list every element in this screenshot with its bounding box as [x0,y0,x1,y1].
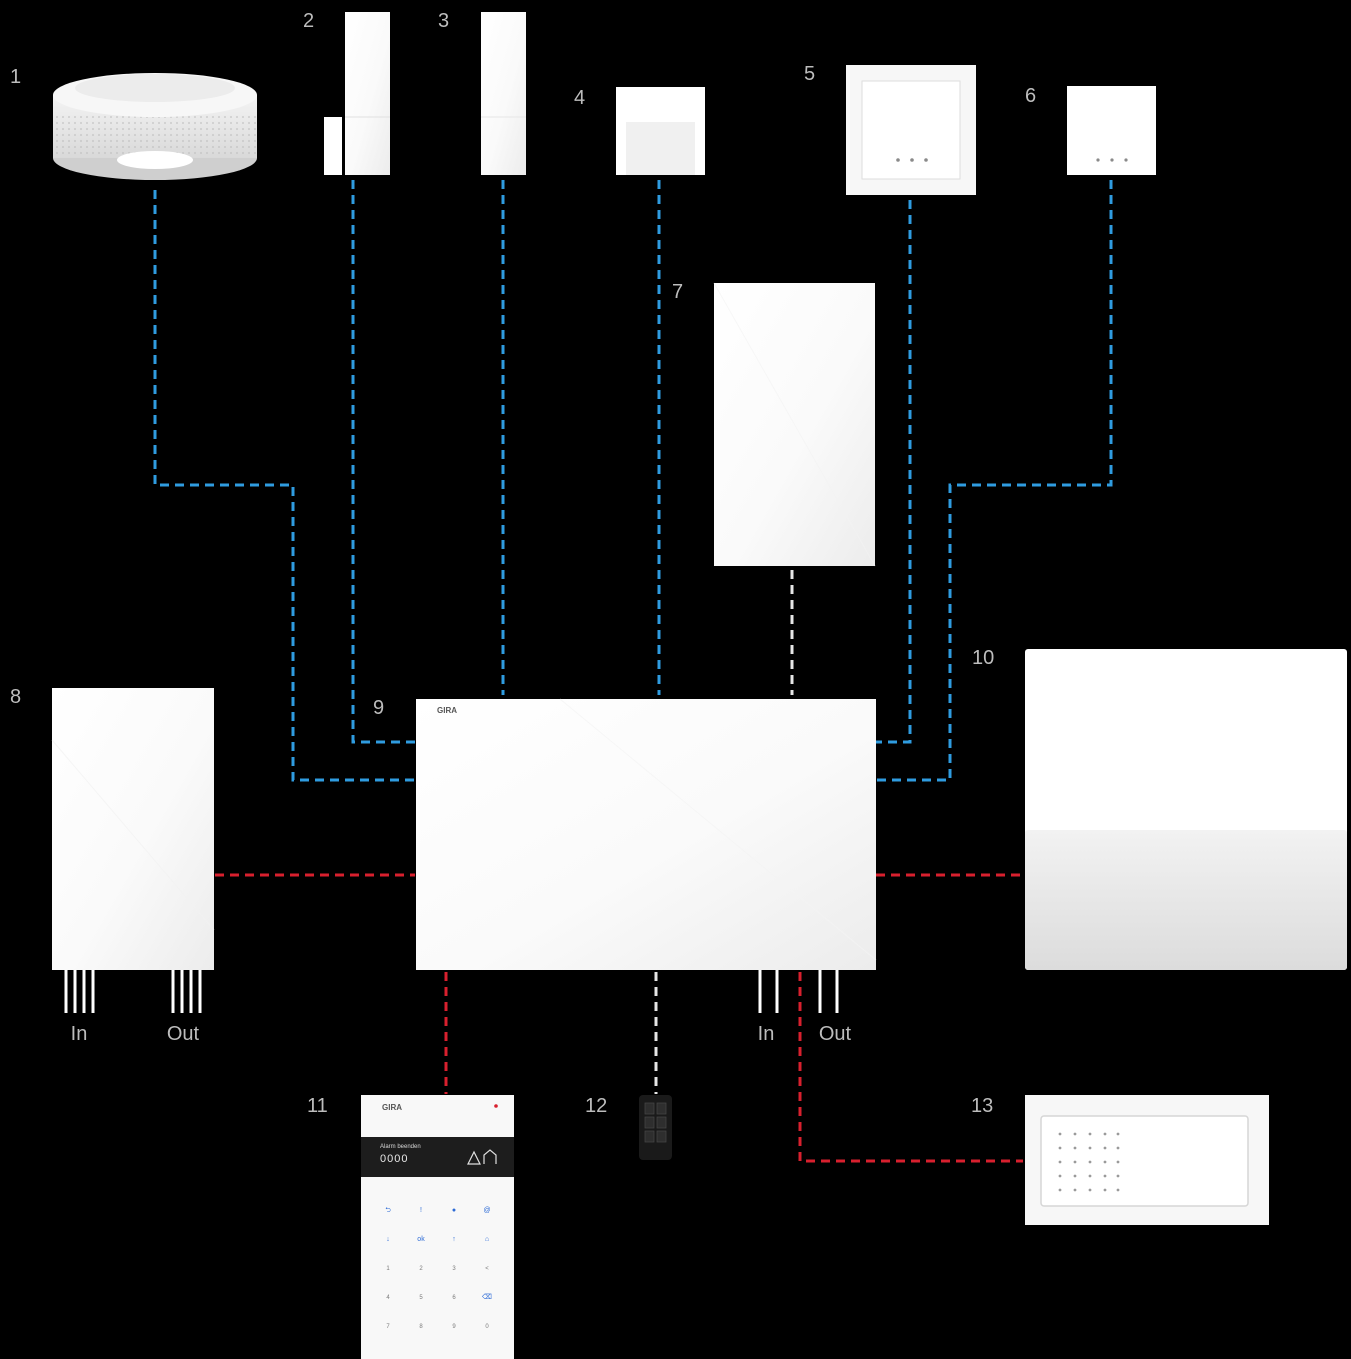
io-labels: In Out In Out [71,1023,852,1045]
io-module-in-label: In [71,1023,88,1045]
keypad-brand: GIRA [382,1103,402,1112]
central-unit-brand: GIRA [437,706,457,715]
keypad-key[interactable]: 6 [452,1295,456,1301]
keypad-key[interactable]: ↑ [452,1236,456,1243]
wireless-link-6 [876,180,1113,782]
keypad-display-text: Alarm beenden [380,1144,421,1150]
number-labels: 1 2 3 4 5 6 7 8 9 10 11 12 13 [10,10,1036,1117]
wired-link-13 [798,972,1023,1163]
label-2: 2 [303,10,314,32]
keypad-display [361,1137,514,1177]
wall-push-button [1067,86,1156,175]
keypad-key[interactable]: 0 [485,1324,489,1330]
door-contact [324,12,390,175]
wireless-link-2 [351,180,415,744]
label-1: 1 [10,66,21,88]
module-7 [713,282,876,567]
central-unit-pins [758,970,839,1013]
label-8: 8 [10,686,21,708]
io-module-out-label: Out [167,1023,200,1045]
keypad-key[interactable]: 8 [419,1324,423,1330]
label-6: 6 [1025,85,1036,107]
keypad-key[interactable]: @ [483,1207,490,1214]
keypad-key[interactable]: 3 [452,1266,456,1272]
remote-control [639,1095,672,1160]
keypad-key[interactable]: ● [452,1207,456,1214]
keypad-key[interactable]: 7 [386,1324,390,1330]
smoke-detector [53,73,257,180]
connections [153,180,1113,1163]
motion-sensor [616,87,705,175]
keypad-key[interactable]: 9 [452,1324,456,1330]
keypad-key[interactable]: 1 [386,1266,390,1272]
io-module [51,688,215,1013]
label-9: 9 [373,697,384,719]
contact-sensor [481,12,526,175]
keypad-key[interactable]: 4 [386,1295,390,1301]
label-10: 10 [972,647,994,669]
keypad-key[interactable]: 5 [419,1295,423,1301]
keypad-key[interactable]: ⌂ [485,1236,489,1243]
indoor-siren [1025,1095,1269,1225]
wireless-link-1 [153,190,415,782]
keypad-key[interactable]: ⮌ [385,1206,391,1214]
keypad-display-code: 0000 [380,1153,408,1165]
outdoor-siren [1025,649,1347,970]
central-unit: GIRA [416,698,877,1013]
keypad-key[interactable]: 2 [419,1266,423,1272]
label-12: 12 [585,1095,607,1117]
keypad-key[interactable]: ok [417,1236,425,1243]
label-3: 3 [438,10,449,32]
label-13: 13 [971,1095,993,1117]
keypad-key[interactable]: ⌫ [482,1293,492,1301]
keypad-keys: ⮌ ! ● @ ↓ ok ↑ ⌂ 1 2 3 < 4 5 6 ⌫ 7 8 9 0 [385,1206,492,1330]
io-module-pins [64,970,202,1013]
label-7: 7 [672,281,683,303]
keypad-status-icons [467,1149,497,1165]
wall-push-button-framed [846,65,976,195]
keypad: GIRA Alarm beenden 0000 ⮌ ! ● @ ↓ ok ↑ ⌂… [361,1095,514,1359]
keypad-key[interactable]: ! [420,1207,422,1214]
central-unit-out-label: Out [819,1023,852,1045]
wireless-link-5 [876,200,912,744]
label-4: 4 [574,87,585,109]
central-unit-in-label: In [758,1023,775,1045]
keypad-key[interactable]: < [485,1266,489,1272]
label-11: 11 [307,1095,328,1117]
keypad-key[interactable]: ↓ [386,1236,390,1243]
label-5: 5 [804,63,815,85]
